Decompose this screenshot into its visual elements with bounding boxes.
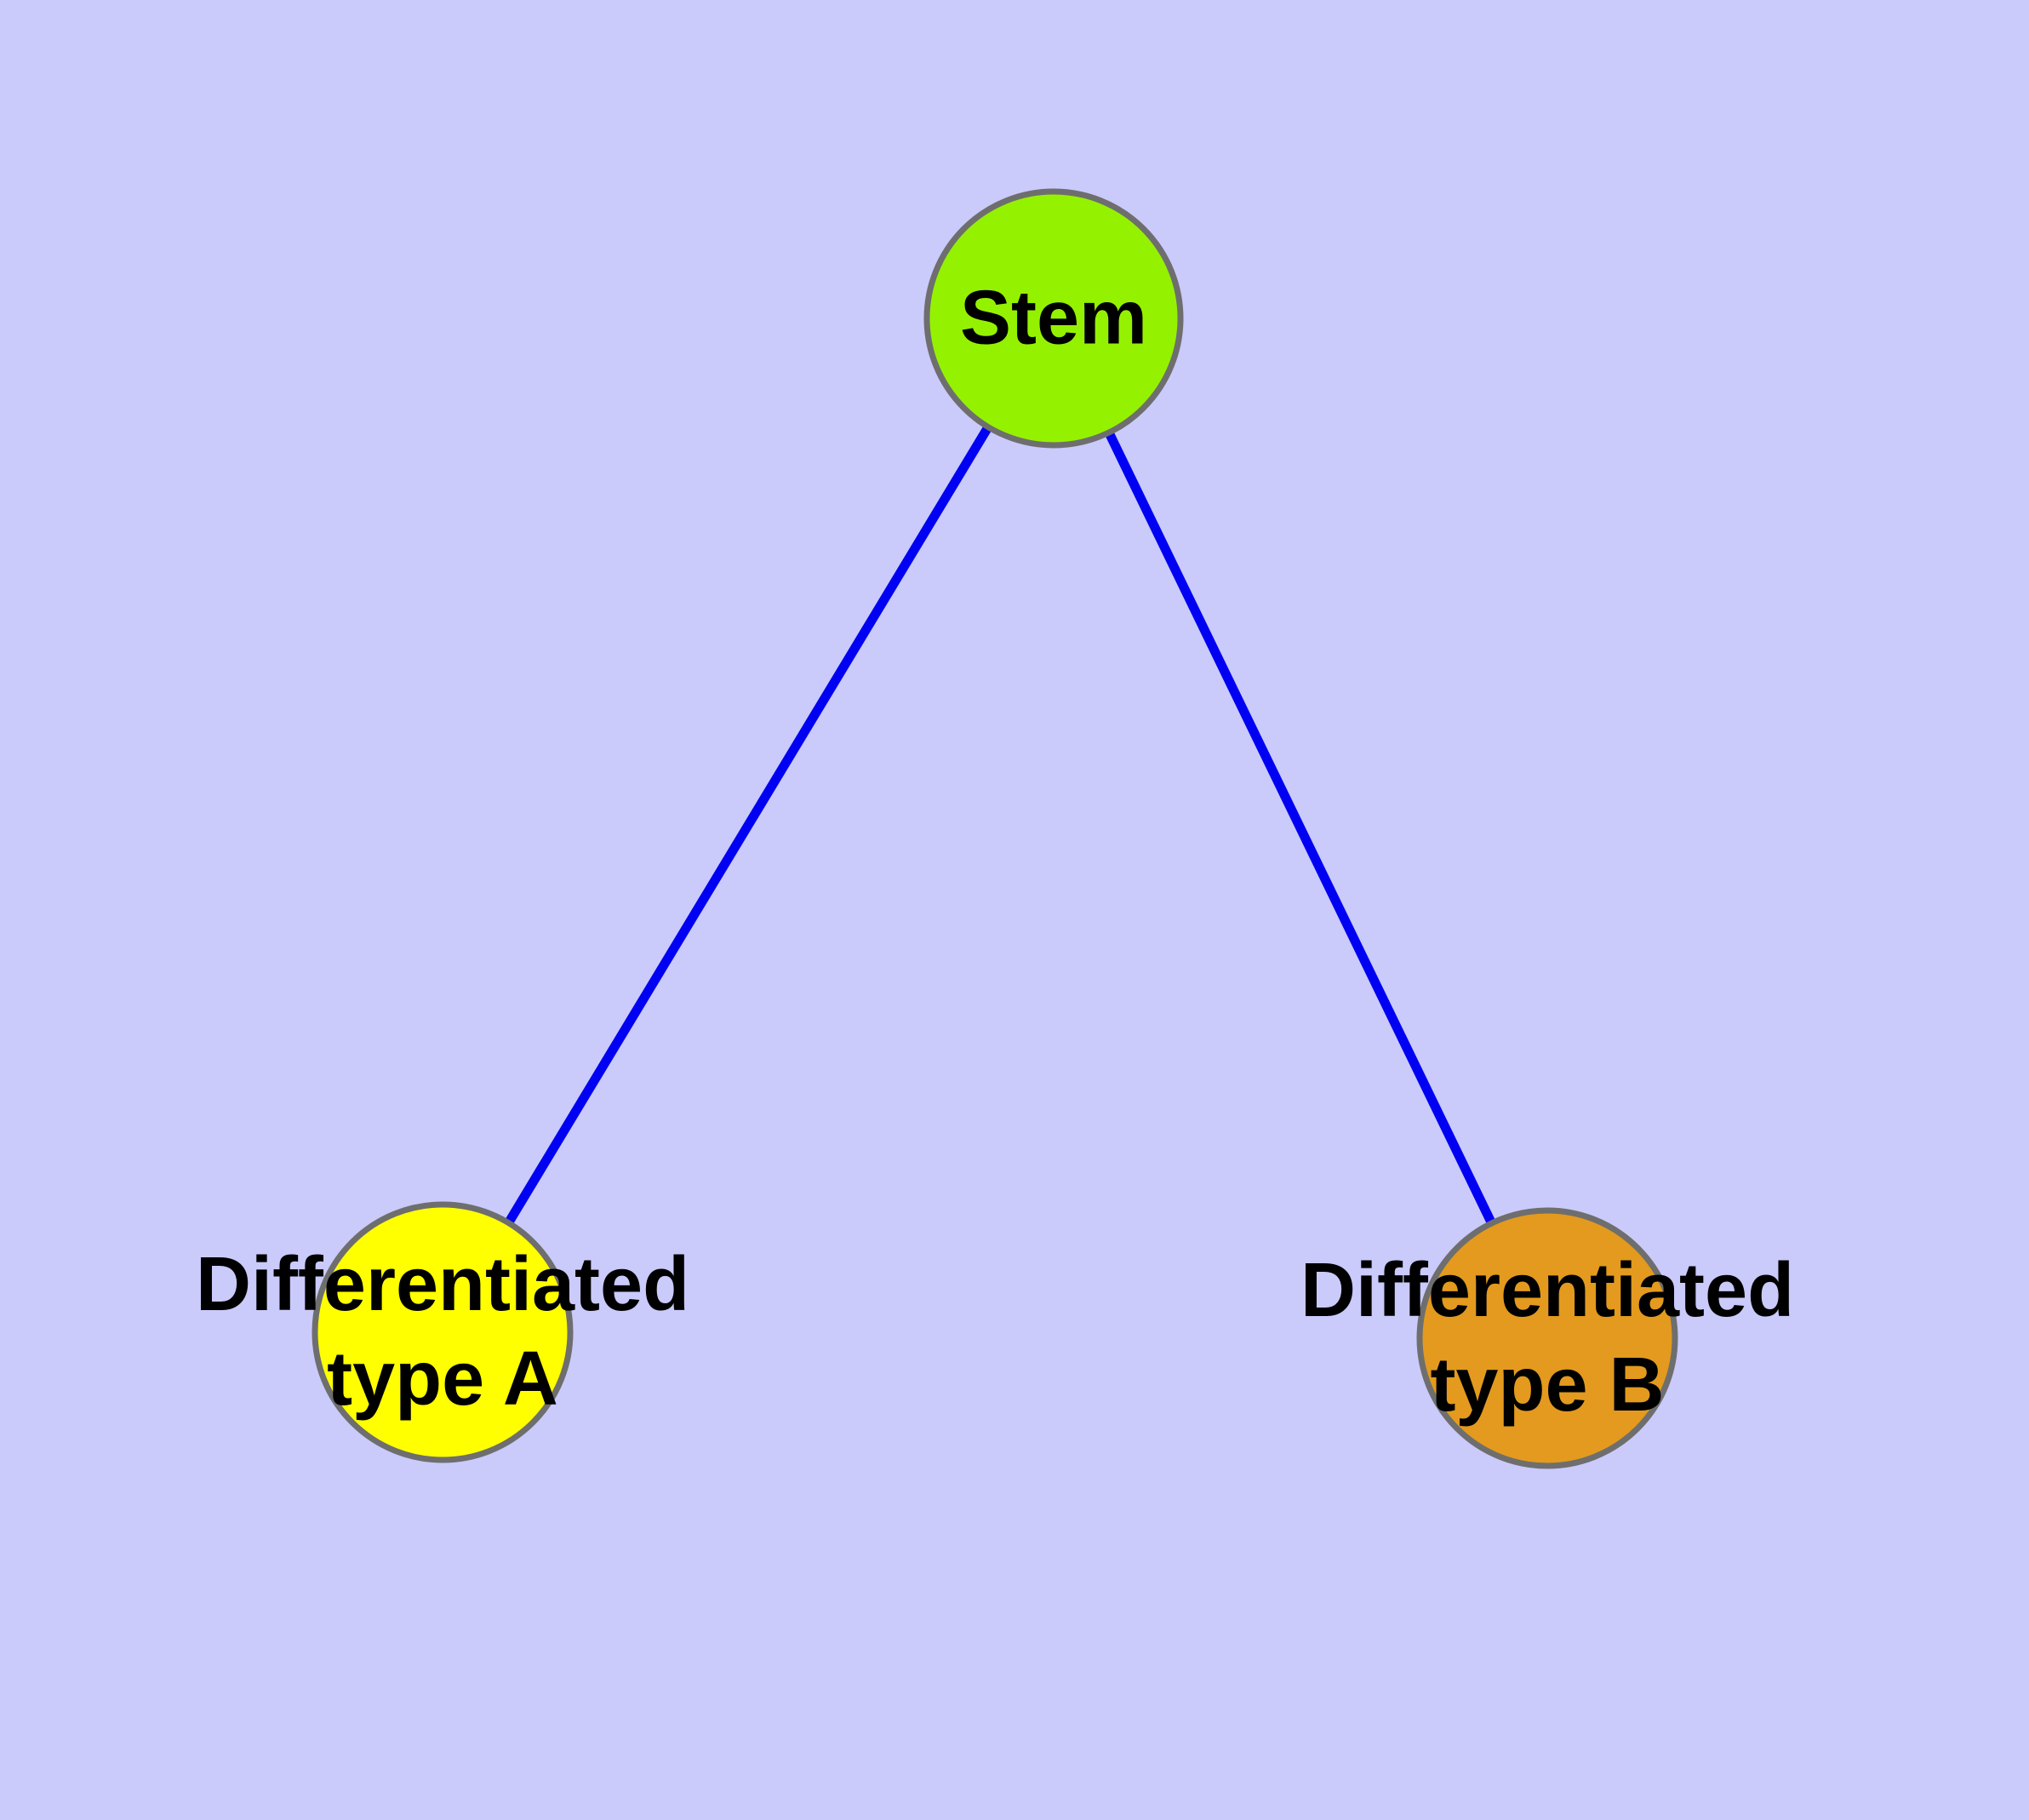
edge-stem-type-a[interactable] [438, 316, 1058, 1335]
node-type-a[interactable] [311, 1201, 574, 1463]
node-type-b[interactable] [1416, 1207, 1678, 1469]
edge-stem-type-b[interactable] [1049, 316, 1552, 1341]
node-stem[interactable] [923, 188, 1184, 449]
